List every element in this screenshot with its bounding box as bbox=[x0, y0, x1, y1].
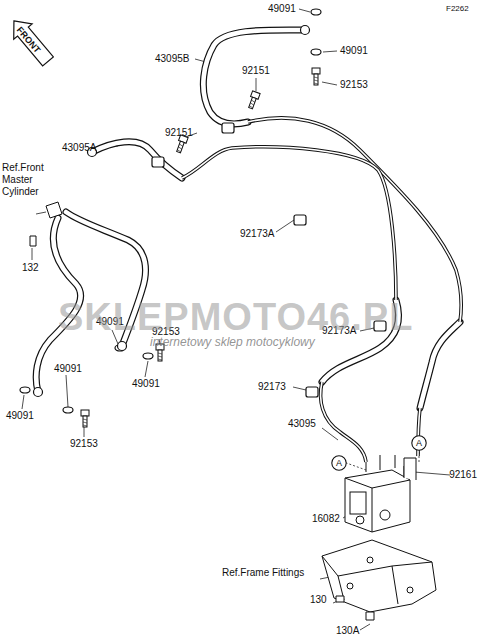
callout-number: 49091 bbox=[340, 45, 368, 57]
banjo-fitting bbox=[118, 342, 127, 351]
reference-circle: A bbox=[411, 435, 427, 451]
reference-letter: A bbox=[336, 458, 342, 468]
brake-pipe bbox=[321, 382, 366, 462]
brake-hose bbox=[203, 30, 305, 124]
banjo-fitting bbox=[301, 26, 310, 35]
callout-number: 49091 bbox=[54, 363, 82, 375]
brake-pipe-inner bbox=[182, 147, 396, 300]
brake-hose bbox=[420, 322, 460, 408]
callout-number: 92161 bbox=[449, 469, 477, 481]
pipe-clamp bbox=[294, 215, 306, 225]
master-cylinder-ref bbox=[30, 202, 62, 246]
pipe-clamp bbox=[306, 387, 318, 397]
callout-number: 43095A bbox=[62, 142, 96, 154]
pipe-clamp bbox=[152, 157, 164, 167]
brake-hose bbox=[92, 142, 182, 178]
callout-number: 92153 bbox=[70, 438, 98, 450]
callout-number: 92173A bbox=[240, 228, 274, 240]
callout-number: 92173 bbox=[258, 381, 286, 393]
reference-note: Ref.Frame Fittings bbox=[222, 567, 304, 579]
bolt bbox=[81, 410, 89, 427]
figure-code: F2262 bbox=[446, 3, 469, 15]
front-arrow bbox=[5, 13, 57, 69]
callout-number: 49091 bbox=[268, 3, 296, 15]
bolt bbox=[312, 68, 320, 85]
reference-circle: A bbox=[331, 455, 347, 471]
pipe-clamp bbox=[222, 123, 234, 133]
washer bbox=[143, 353, 153, 359]
washer bbox=[311, 49, 321, 55]
brake-hose-inner bbox=[203, 30, 305, 124]
fittings bbox=[20, 9, 414, 478]
callout-number: 43095B bbox=[155, 53, 189, 65]
callout-number: 132 bbox=[22, 262, 39, 274]
brake-hose-inner bbox=[92, 142, 182, 178]
washer bbox=[20, 387, 30, 393]
callout-number: 92153 bbox=[340, 79, 368, 91]
callout-number: 130A bbox=[336, 625, 359, 637]
callout-number: 49091 bbox=[6, 410, 34, 422]
callout-number: 92151 bbox=[242, 65, 270, 77]
callout-number: 49091 bbox=[132, 378, 160, 390]
reference-note: Ref.Front Master Cylinder bbox=[2, 162, 68, 198]
hoses bbox=[36, 30, 461, 462]
washer bbox=[311, 9, 321, 15]
reference-letter: A bbox=[416, 438, 422, 448]
callout-number: 16082 bbox=[312, 513, 340, 525]
banjo-fitting bbox=[34, 388, 43, 397]
watermark-subtitle: internetowy sklep motocyklowy bbox=[150, 336, 315, 348]
callout-number: 130 bbox=[310, 594, 327, 606]
brake-hose-inner bbox=[420, 322, 460, 408]
bolt bbox=[247, 91, 260, 110]
brake-pipe bbox=[182, 147, 396, 300]
leader-lines bbox=[22, 9, 450, 630]
callout-number: 43095 bbox=[288, 418, 316, 430]
frame-bracket bbox=[322, 540, 436, 620]
watermark: SKLEPMOTO46.PL bbox=[58, 296, 413, 338]
callout-number: 92151 bbox=[165, 127, 193, 139]
abs-unit bbox=[345, 455, 416, 532]
washer bbox=[63, 407, 73, 413]
brake-pipe-inner bbox=[321, 382, 366, 462]
